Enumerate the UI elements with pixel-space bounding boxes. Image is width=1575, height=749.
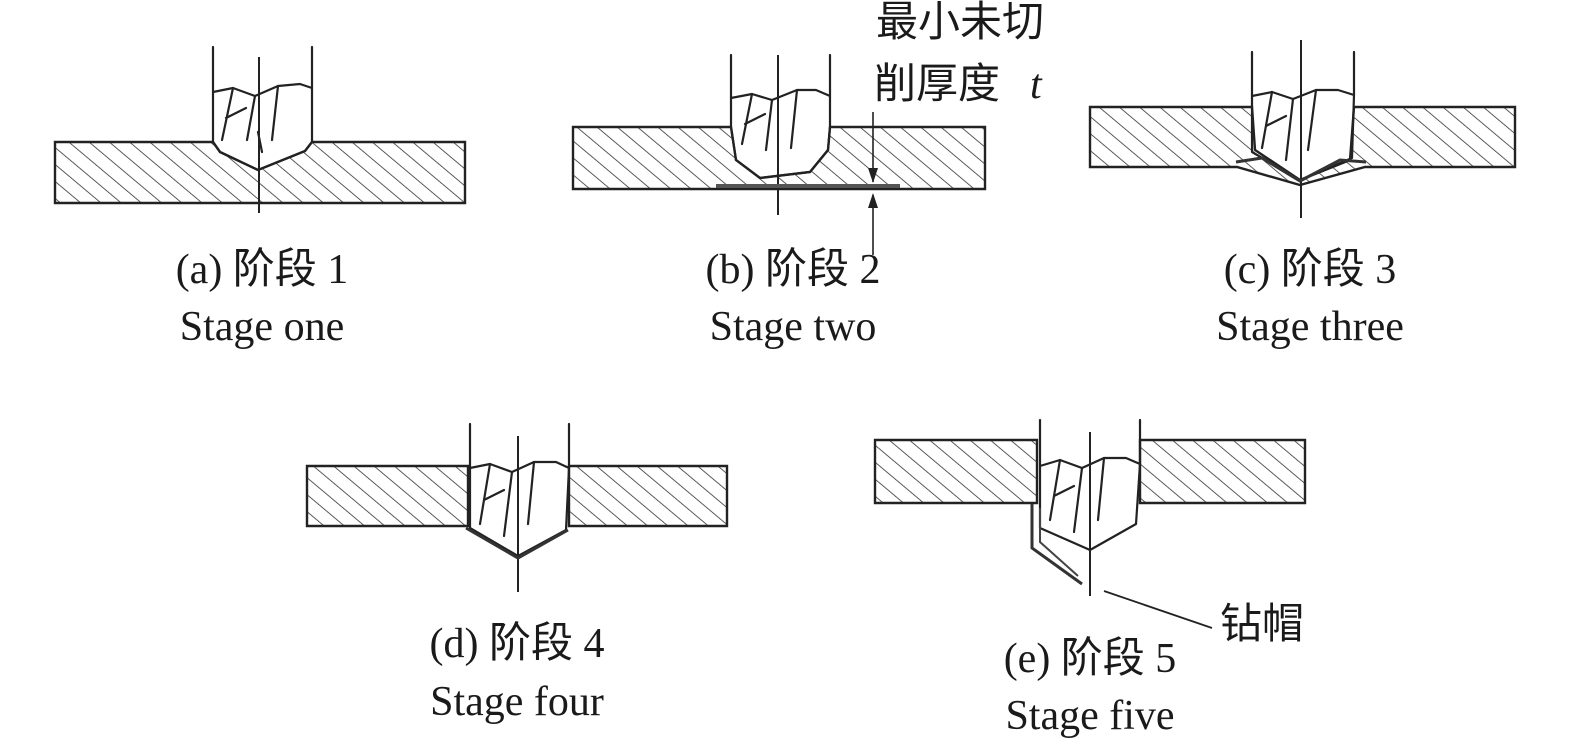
caption-e-cn: (e) 阶段 5	[1004, 636, 1177, 682]
stage-b-arrowhead-down	[868, 168, 878, 183]
min-uncut-symbol: t	[1030, 62, 1043, 108]
caption-e-en: Stage five	[1005, 693, 1174, 739]
stage-e-workpiece-right	[1138, 438, 1307, 505]
stage-d-workpiece-right	[567, 464, 729, 528]
stage-b-flute	[740, 88, 799, 152]
stage-e-drill-cap	[1030, 504, 1083, 586]
stage-e-drill-cap-inner	[1039, 508, 1079, 577]
caption-d-cn: (d) 阶段 4	[430, 621, 605, 667]
caption-b-cn: (b) 阶段 2	[706, 247, 881, 293]
stage-e-figure	[873, 418, 1307, 629]
stage-e-workpiece-left	[873, 438, 1039, 505]
caption-a-cn: (a) 阶段 1	[176, 247, 349, 293]
stage-b-arrowhead-up	[868, 193, 878, 208]
caption-b-en: Stage two	[710, 304, 877, 350]
drill-cap-label: 钻帽	[1220, 602, 1304, 648]
caption-c-en: Stage three	[1216, 304, 1404, 350]
caption-a-en: Stage one	[180, 304, 344, 350]
stage-c-chip	[1235, 156, 1367, 183]
stage-d-chip	[465, 526, 569, 560]
stage-a-flute	[220, 84, 280, 154]
stage-a-figure	[53, 45, 467, 213]
stage-b-figure	[571, 53, 987, 255]
stage-e-flute	[1048, 456, 1106, 534]
min-uncut-label-line2: 削厚度	[874, 62, 1000, 108]
stage-d-workpiece	[305, 464, 470, 528]
caption-c-cn: (c) 阶段 3	[1224, 247, 1397, 293]
stage-c-figure	[1088, 40, 1517, 218]
caption-d-en: Stage four	[430, 679, 604, 725]
stage-b-drill	[729, 53, 832, 180]
stage-c-flute	[1260, 88, 1318, 162]
stage-c-workpiece	[1088, 105, 1517, 187]
stage-e-leader-line	[1103, 590, 1213, 629]
stage-d-figure	[305, 422, 729, 592]
stage-d-flute	[478, 460, 536, 538]
min-uncut-label-line1: 最小未切	[876, 0, 1044, 46]
